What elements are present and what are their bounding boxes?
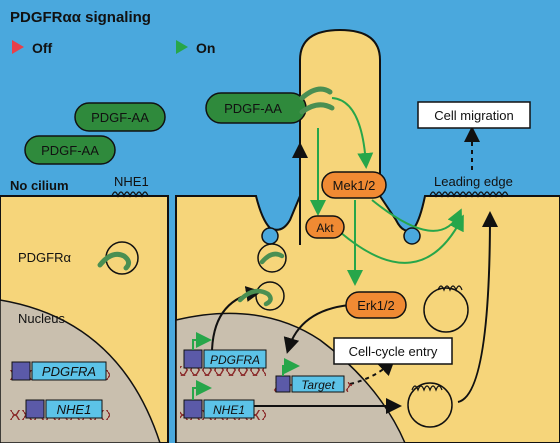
off-arrow-icon — [12, 40, 24, 54]
gene-target: Target — [272, 358, 352, 393]
akt-node: Akt — [305, 215, 345, 239]
svg-text:PDGFRA: PDGFRA — [42, 364, 96, 379]
cell-migration-box: Cell migration — [417, 101, 531, 129]
title: PDGFRαα signaling — [10, 9, 151, 26]
svg-text:NHE1: NHE1 — [57, 402, 92, 417]
svg-text:PDGFRA: PDGFRA — [210, 353, 260, 367]
svg-text:Cell-cycle entry: Cell-cycle entry — [349, 344, 438, 359]
erk-node: Erk1/2 — [345, 291, 407, 319]
svg-text:PDGF-AA: PDGF-AA — [41, 143, 99, 158]
svg-text:NHE1: NHE1 — [213, 403, 245, 417]
right-cell — [175, 28, 560, 443]
nhe1-vesicle-icon — [423, 287, 469, 333]
no-cilium-label: No cilium — [10, 178, 69, 193]
nhe1-vesicle-2-icon — [407, 382, 453, 428]
legend-off: Off — [32, 40, 53, 56]
nhe1-transporter-icon — [111, 191, 149, 198]
cell-cycle-entry-box: Cell-cycle entry — [333, 337, 453, 365]
leading-edge-nhe1-icon — [429, 191, 509, 198]
gene-nhe1-right: NHE1 — [180, 380, 266, 420]
nucleus-label: Nucleus — [18, 311, 65, 326]
svg-text:Erk1/2: Erk1/2 — [357, 298, 395, 313]
on-arrow-icon — [176, 40, 188, 54]
svg-text:Akt: Akt — [316, 221, 334, 235]
legend-on: On — [196, 40, 215, 56]
svg-text:Cell migration: Cell migration — [434, 108, 513, 123]
pdgf-aa-ligand-cilium: PDGF-AA — [205, 92, 307, 124]
pdgfr-alpha-label: PDGFRα — [18, 250, 72, 265]
pdgf-aa-ligand-1: PDGF-AA — [74, 102, 166, 132]
pdgfr-dimer-icon — [299, 86, 335, 115]
activation-arrows — [310, 97, 464, 286]
nhe1-membrane-label: NHE1 — [114, 174, 149, 189]
mek-node: Mek1/2 — [321, 171, 387, 199]
pdgf-aa-ligand-2: PDGF-AA — [24, 135, 116, 165]
svg-text:Target: Target — [301, 378, 335, 392]
svg-text:PDGF-AA: PDGF-AA — [91, 110, 149, 125]
gene-pdgfra-right: PDGFRA — [180, 332, 267, 376]
svg-text:Mek1/2: Mek1/2 — [333, 178, 376, 193]
svg-text:PDGF-AA: PDGF-AA — [224, 101, 282, 116]
leading-edge-label: Leading edge — [434, 174, 513, 189]
gene-pdgfra-left: PDGFRA — [10, 361, 110, 381]
gene-nhe1-left: NHE1 — [10, 399, 110, 420]
